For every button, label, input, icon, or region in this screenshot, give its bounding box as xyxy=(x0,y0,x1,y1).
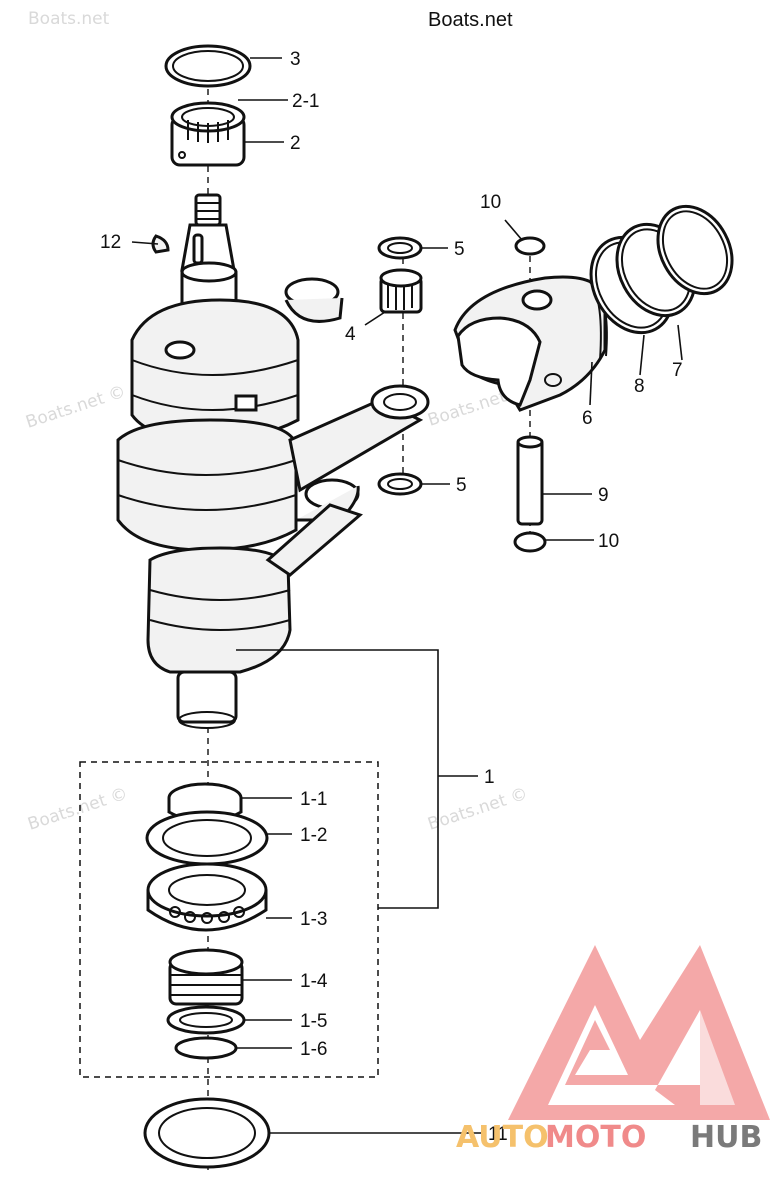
sub-assembly-box xyxy=(79,761,379,1078)
callout-1-1: 1-1 xyxy=(300,789,327,810)
seal-ring-3 xyxy=(164,44,252,88)
washer-1-2 xyxy=(145,810,269,866)
callout-5-top: 5 xyxy=(454,239,465,260)
bearing-sleeve-1-4 xyxy=(168,948,244,1006)
thrust-washer-5-bottom xyxy=(377,472,423,496)
brand-hub-text: HUB xyxy=(690,1120,762,1155)
piston-pin-9 xyxy=(516,435,544,526)
callout-1-3: 1-3 xyxy=(300,909,327,930)
callout-7: 7 xyxy=(672,360,683,381)
piston-ring-7-b xyxy=(656,204,734,296)
callout-1: 1 xyxy=(484,767,495,788)
leader-7 xyxy=(677,324,683,361)
thrust-washer-5-top xyxy=(377,236,423,260)
leader-6 xyxy=(589,361,593,406)
needle-bearing-4 xyxy=(379,268,423,314)
callout-8: 8 xyxy=(634,376,645,397)
group-bracket-1 xyxy=(236,649,439,909)
watermark: Boats.net © xyxy=(425,784,530,835)
watermark: Boats.net © xyxy=(25,784,130,835)
callout-1-2: 1-2 xyxy=(300,825,327,846)
brand-moto-text: MOTO xyxy=(545,1120,646,1155)
callout-4: 4 xyxy=(345,324,356,345)
callout-6: 6 xyxy=(582,408,593,429)
leader-4 xyxy=(364,311,386,326)
callout-1-4: 1-4 xyxy=(300,971,328,992)
callout-10-bottom: 10 xyxy=(598,531,619,552)
washer-1-5 xyxy=(166,1005,246,1035)
piston-pin-clip-10-bottom xyxy=(513,531,547,553)
piston-6 xyxy=(453,275,608,412)
watermark: Boats.net xyxy=(28,9,110,29)
brand-auto-text: AUTO xyxy=(456,1120,549,1155)
callout-11: 11 xyxy=(488,1124,508,1145)
callout-1-6: 1-6 xyxy=(300,1039,327,1060)
crankshaft-assembly-1 xyxy=(116,193,360,729)
leader-12 xyxy=(131,241,159,245)
upper-bearing-2 xyxy=(170,101,246,167)
automotohub-logo xyxy=(508,945,770,1120)
watermark-top: Boats.net xyxy=(428,9,513,31)
callout-10-top: 10 xyxy=(480,192,501,213)
leader-10-top xyxy=(504,219,523,241)
circlip-1-6 xyxy=(174,1036,238,1060)
washer-11 xyxy=(143,1097,271,1169)
callout-2-1: 2-1 xyxy=(292,91,319,112)
callout-9: 9 xyxy=(598,485,609,506)
ball-bearing-1-3 xyxy=(146,862,268,932)
leader-8 xyxy=(639,334,645,376)
callout-12: 12 xyxy=(100,232,121,253)
callout-5-bottom: 5 xyxy=(456,475,467,496)
connecting-rod xyxy=(265,384,430,577)
watermark: Boats.net © xyxy=(23,382,128,433)
callout-2: 2 xyxy=(290,133,301,154)
piston-pin-clip-10-top xyxy=(514,236,546,256)
callout-1-5: 1-5 xyxy=(300,1011,327,1032)
woodruff-key-12 xyxy=(151,234,170,254)
callout-3: 3 xyxy=(290,49,301,70)
